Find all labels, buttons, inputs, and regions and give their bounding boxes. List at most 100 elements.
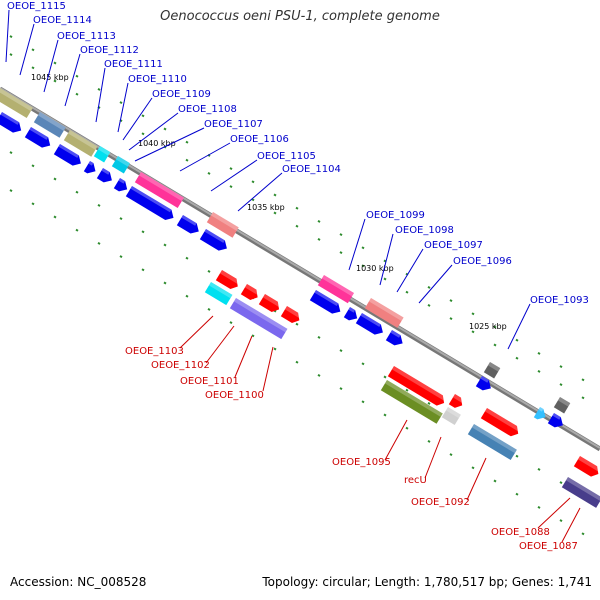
gene-feature-darkslate-1 <box>561 477 600 508</box>
gene-arrow-blue-13-body <box>385 330 403 346</box>
gene-arrow-blue-4-body <box>83 161 96 174</box>
gene-label-oeoe-1098: OEOE_1098 <box>395 225 454 236</box>
gene-arrow-blue-11-body <box>343 307 358 321</box>
tick-mark <box>295 360 299 364</box>
gene-feature-olivedrab-1 <box>380 380 443 424</box>
tick-mark <box>427 401 431 405</box>
gene-label-oeoe-1088: OEOE_1088 <box>491 527 550 538</box>
gene-feature-slateblue-1-body <box>229 298 288 340</box>
tick-mark <box>97 241 101 245</box>
gene-arrow-blue-14-body <box>475 376 491 391</box>
tick-mark <box>515 492 519 496</box>
gene-arrow-blue-14-highlight <box>480 376 489 383</box>
gene-feature-olive-1-highlight <box>0 82 33 112</box>
tick-mark <box>515 338 519 342</box>
gene-arrow-blue-7-body <box>125 186 174 220</box>
gene-arrow-blue-4 <box>83 161 96 174</box>
gene-feature-magenta-2 <box>317 275 355 304</box>
tick-mark <box>471 312 475 316</box>
gene-feature-gray-1-body <box>483 362 501 379</box>
gene-arrow-blue-8 <box>176 215 199 234</box>
gene-arrow-blue-9 <box>199 229 227 251</box>
gene-feature-red-6 <box>448 394 466 408</box>
gene-feature-red-5-body <box>387 366 445 406</box>
gene-arrow-blue-11-highlight <box>348 307 356 313</box>
tick-mark <box>251 334 255 338</box>
gene-arrow-blue-6-highlight <box>118 178 126 184</box>
gene-feature-cyan-3-body <box>204 282 233 306</box>
gene-feature-cyan-3-highlight <box>208 282 233 299</box>
gene-arrow-blue-5-body <box>96 168 112 183</box>
label-leader-lines <box>5 9 581 543</box>
tick-mark <box>273 211 277 215</box>
kbp-marker-1035: 1035 kbp <box>247 203 285 212</box>
gene-feature-red-8-body <box>573 456 599 477</box>
gene-feature-red-7-body <box>480 408 519 437</box>
tick-mark <box>383 277 387 281</box>
tick-mark <box>581 396 585 400</box>
tick-mark <box>75 228 79 232</box>
tick-mark <box>339 233 343 237</box>
tick-marks <box>9 35 585 536</box>
tick-mark <box>31 202 35 206</box>
gene-arrow-blue-2-highlight <box>29 126 49 140</box>
tick-mark <box>31 48 35 52</box>
tick-mark <box>537 467 541 471</box>
tick-mark <box>295 224 299 228</box>
tick-mark <box>185 140 189 144</box>
tick-mark <box>317 219 321 223</box>
tick-mark <box>317 335 321 339</box>
tick-mark <box>559 383 563 387</box>
tick-mark <box>537 351 541 355</box>
kbp-marker-1045: 1045 kbp <box>31 73 69 82</box>
gene-feature-red-2-highlight <box>244 284 261 296</box>
tick-mark <box>229 185 233 189</box>
gene-arrow-blue-12-highlight <box>360 313 381 327</box>
tick-mark <box>141 230 145 234</box>
gene-feature-gray-1-highlight <box>487 362 501 372</box>
gene-arrow-blue-15 <box>533 407 546 420</box>
tick-mark <box>141 132 145 136</box>
tick-mark <box>493 343 497 347</box>
tick-mark <box>229 321 233 325</box>
gene-feature-steelblue-1-highlight <box>37 112 66 131</box>
tick-mark <box>75 190 79 194</box>
gene-feature-red-6-body <box>448 394 463 408</box>
gene-label-oeoe-1097: OEOE_1097 <box>424 240 483 251</box>
tick-mark <box>361 362 365 366</box>
gene-feature-red-8-highlight <box>577 456 600 473</box>
top-gene-labels: OEOE_1115 OEOE_1114 OEOE_1113 OEOE_1112 … <box>7 1 589 306</box>
gene-feature-red-1 <box>215 270 241 290</box>
gene-feature-olivedrab-1-highlight <box>384 380 443 417</box>
gene-arrow-blue-6-body <box>113 178 128 192</box>
tick-mark <box>163 127 167 131</box>
tick-mark <box>449 453 453 457</box>
gene-label-oeoe-1115: OEOE_1115 <box>7 1 66 12</box>
gene-feature-salmon-2 <box>364 298 404 328</box>
tick-mark <box>493 325 497 329</box>
gene-feature-steelblue-2-highlight <box>471 424 517 454</box>
tick-mark <box>185 158 189 162</box>
gene-feature-steelblue-2 <box>467 424 517 461</box>
gene-feature-red-3-highlight <box>262 294 283 308</box>
gene-arrow-blue-10-highlight <box>314 290 339 306</box>
gene-feature-red-5 <box>387 366 448 406</box>
kbp-markers: 1045 kbp 1040 kbp 1035 kbp 1030 kbp 1025… <box>31 73 507 331</box>
gene-label-oeoe-1100: OEOE_1100 <box>205 390 264 401</box>
gene-feature-red-2-body <box>240 284 258 300</box>
tick-mark <box>31 66 35 70</box>
gene-arrow-blue-1 <box>0 112 22 133</box>
gene-feature-steelblue-1 <box>33 112 66 138</box>
gene-feature-red-3-body <box>258 294 280 313</box>
gene-label-oeoe-1114: OEOE_1114 <box>33 15 92 26</box>
gene-arrow-blue-3-highlight <box>58 144 79 158</box>
gene-arrow-blue-3-body <box>53 144 81 166</box>
kbp-marker-1030: 1030 kbp <box>356 264 394 273</box>
gene-label-oeoe-1106: OEOE_1106 <box>230 134 289 145</box>
gene-label-oeoe-1113: OEOE_1113 <box>57 31 116 42</box>
gene-feature-olivedrab-1-body <box>380 380 443 424</box>
gene-arrow-blue-10 <box>309 290 341 314</box>
gene-feature-magenta-2-highlight <box>321 275 355 297</box>
tick-mark <box>97 87 101 91</box>
